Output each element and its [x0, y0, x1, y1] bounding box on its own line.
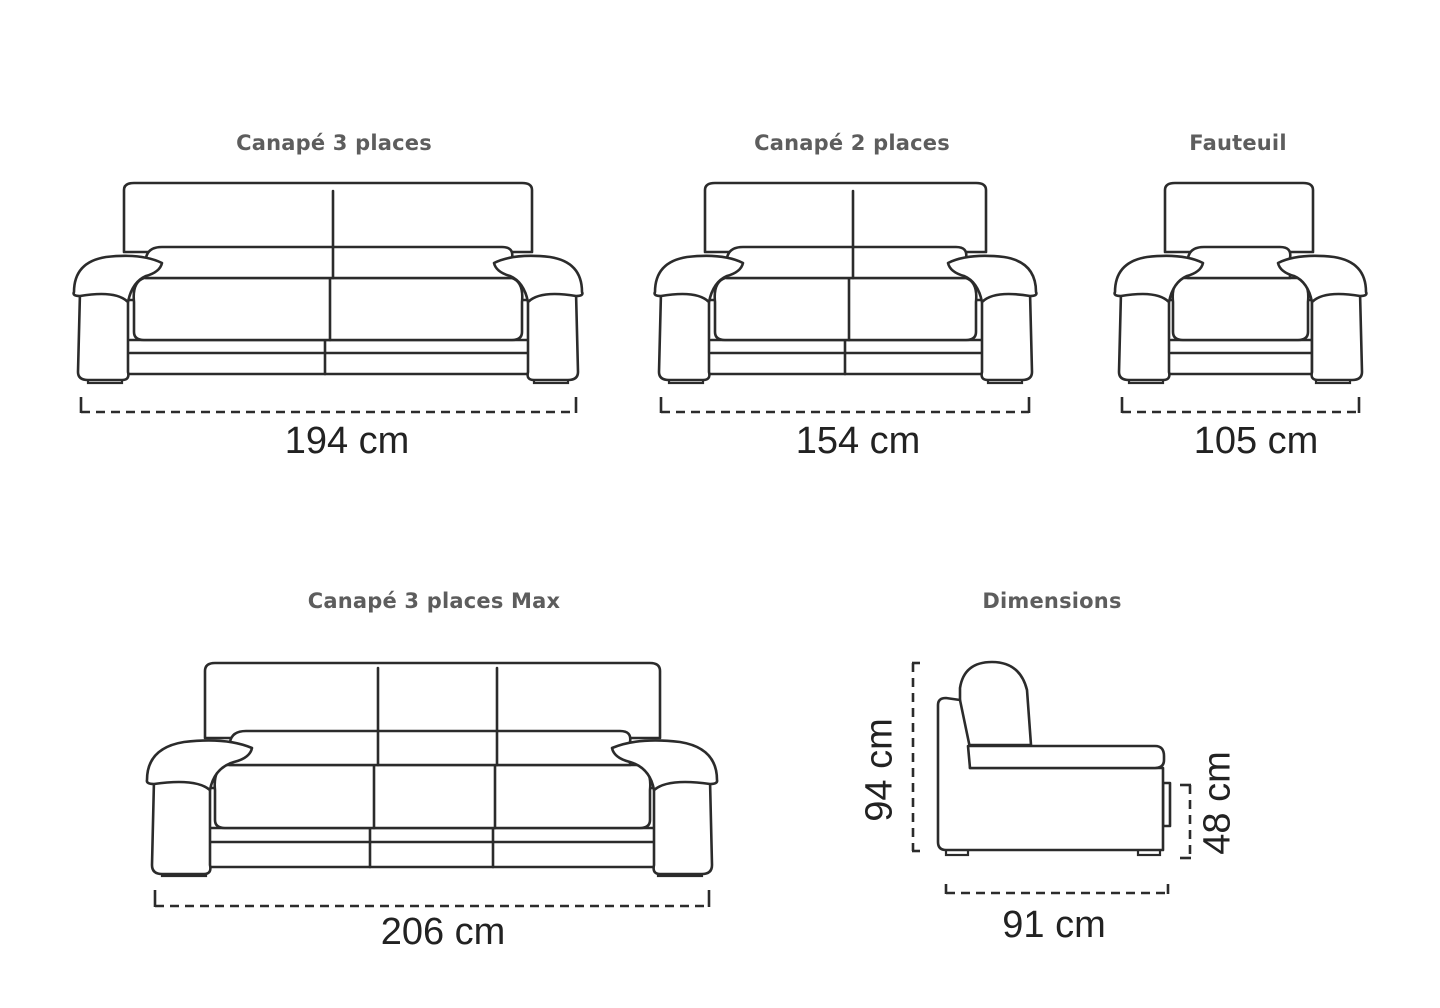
height-dim-line: [911, 661, 920, 853]
sofa-2-title: Canapé 2 places: [754, 131, 950, 155]
side-view-drawing: [936, 660, 1172, 857]
sofa-3-max-width-line: [153, 890, 711, 908]
sofa-3-drawing: [72, 181, 584, 385]
armchair-width-label: 105 cm: [1193, 420, 1319, 462]
sofa-3-title: Canapé 3 places: [236, 131, 432, 155]
armchair-width-line: [1120, 397, 1361, 414]
sofa-3-max-title: Canapé 3 places Max: [307, 589, 561, 613]
sofa-3-max-width-label: 206 cm: [380, 911, 506, 953]
height-label: 94 cm: [858, 718, 901, 822]
sofa-2-width-label: 154 cm: [795, 420, 921, 462]
sofa-2-width-line: [659, 397, 1031, 414]
depth-label: 91 cm: [1002, 904, 1106, 946]
sofa-2-drawing: [653, 181, 1038, 385]
armchair-drawing: [1113, 181, 1368, 385]
armchair-title: Fauteuil: [1189, 131, 1287, 155]
sofa-3-width-label: 194 cm: [284, 420, 410, 462]
side-view-title: Dimensions: [982, 589, 1122, 613]
sofa-3-max-drawing: [145, 661, 719, 878]
seat-height-dim-line: [1180, 783, 1192, 860]
seat-height-label: 48 cm: [1196, 751, 1239, 855]
sofa-3-width-line: [79, 397, 578, 414]
depth-dim-line: [944, 884, 1170, 895]
